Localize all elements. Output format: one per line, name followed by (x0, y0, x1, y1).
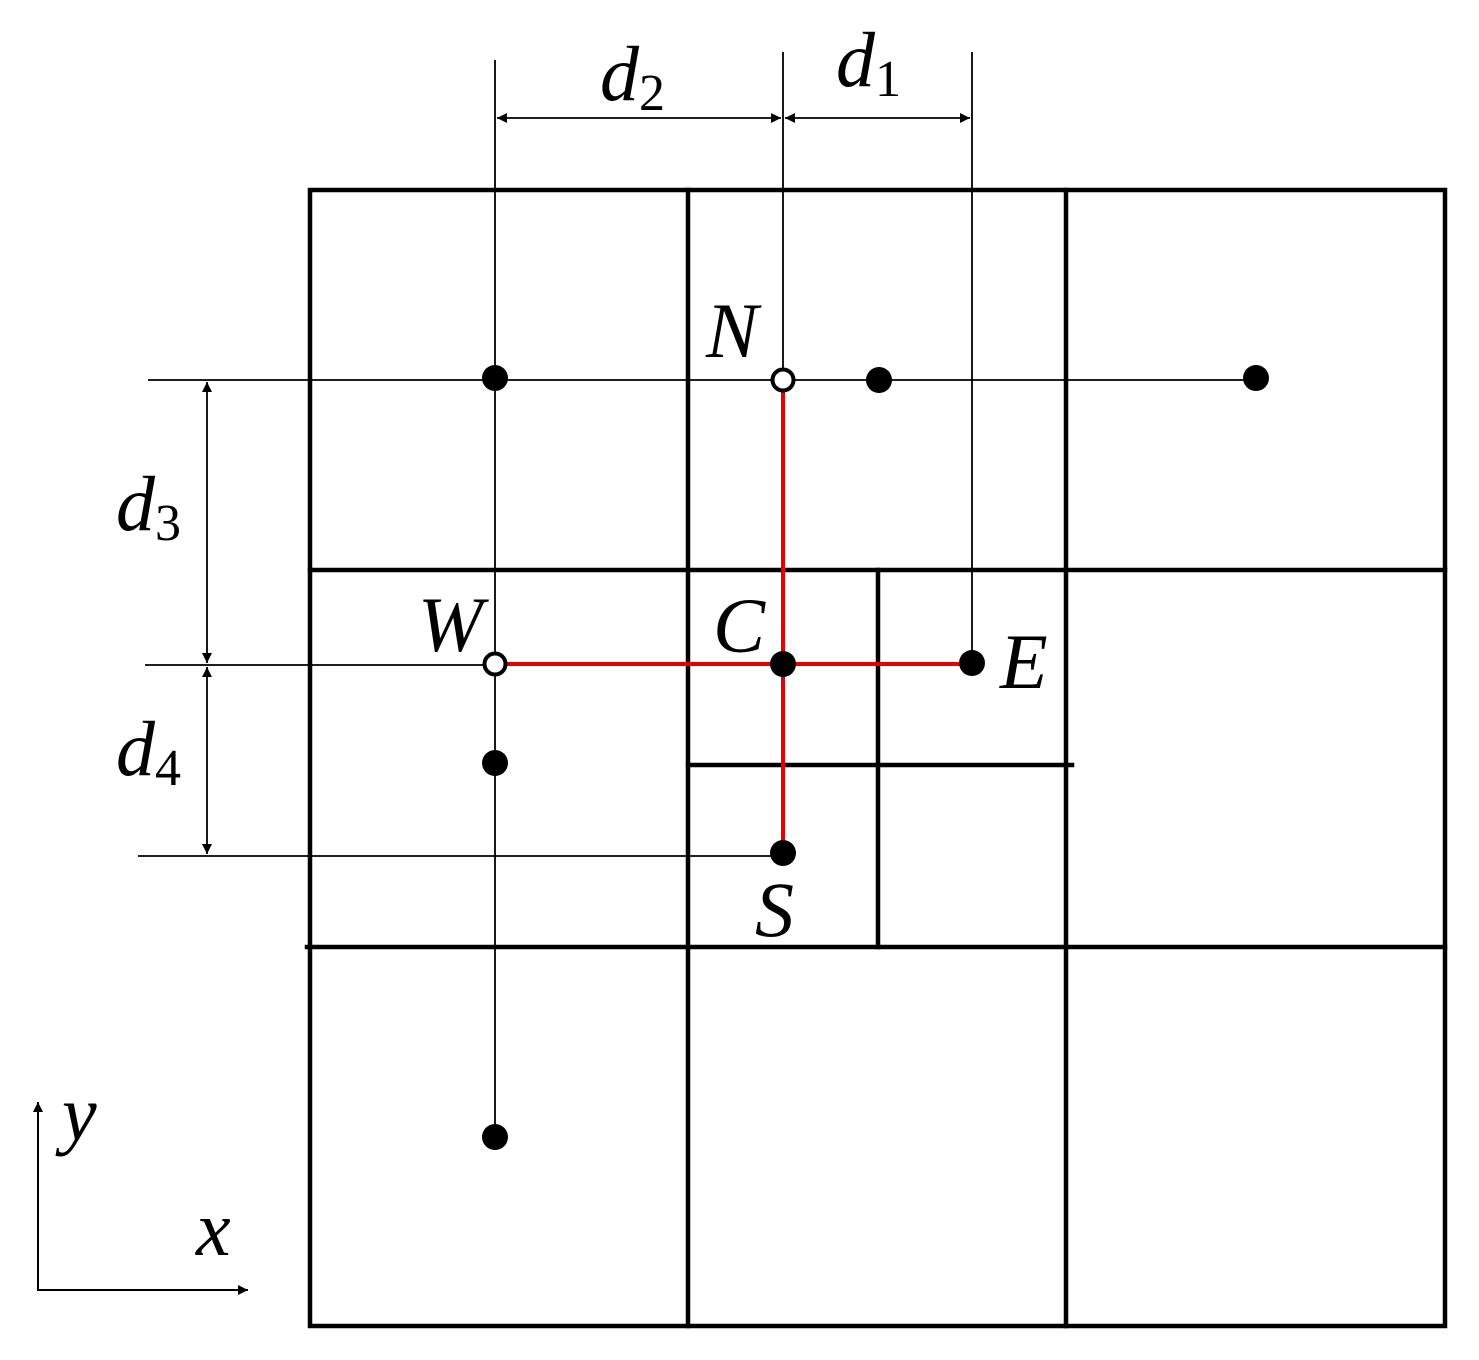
cell-centre-point (866, 367, 892, 393)
dim-label-d1: d1 (836, 16, 901, 108)
node-label-e: E (999, 618, 1048, 705)
dim-label-d4-sub: 4 (155, 740, 181, 797)
cell-centre-point (482, 1124, 508, 1150)
dim-label-d2: d2 (600, 30, 665, 122)
dim-label-d4: d4 (116, 705, 181, 797)
node-point-w (482, 651, 508, 677)
interpolated-points (482, 367, 796, 677)
cell-centres (482, 365, 1269, 1150)
dim-label-d1-sub: 1 (875, 51, 901, 108)
node-label-n: N (705, 287, 762, 374)
node-point-n (770, 367, 796, 393)
outer-domain-border (307, 187, 1448, 1329)
cell-centre-point (482, 750, 508, 776)
dim-label-d4-base: d (116, 705, 156, 792)
node-point-c (770, 651, 796, 677)
dimension-arrows (202, 113, 970, 854)
node-point-s (770, 840, 796, 866)
grid-cells (304, 187, 1448, 1329)
coordinate-axes (33, 1102, 248, 1295)
axis-label-y: y (55, 1070, 97, 1157)
dim-label-d3-base: d (116, 460, 156, 547)
node-label-c: C (713, 582, 766, 669)
node-point-e (959, 650, 985, 676)
node-label-w: W (418, 581, 489, 668)
dim-label-d2-sub: 2 (639, 65, 665, 122)
cell-centre-point (1243, 365, 1269, 391)
stencil-lines (495, 380, 972, 853)
node-label-s: S (755, 866, 794, 953)
dim-label-d2-base: d (600, 30, 640, 117)
axis-label-x: x (195, 1185, 231, 1272)
cell-centre-point (482, 365, 508, 391)
construction-lines (138, 52, 1256, 1137)
dim-label-d3-sub: 3 (155, 495, 181, 552)
dim-label-d3: d3 (116, 460, 181, 552)
dim-label-d1-base: d (836, 16, 876, 103)
